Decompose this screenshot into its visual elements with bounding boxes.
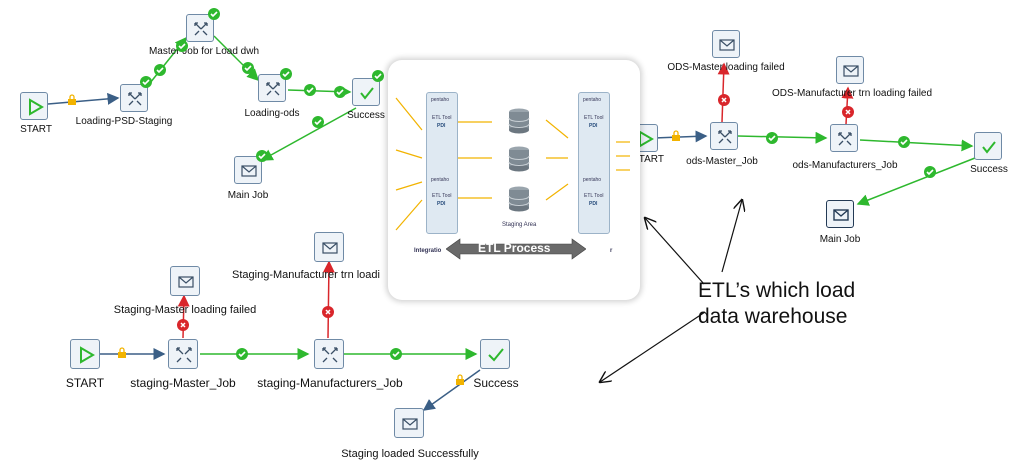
- node-label-loading-psd-staging: Loading-PSD-Staging: [75, 116, 173, 127]
- pdi-text: PDI: [437, 201, 446, 207]
- check-badge-icon: [242, 62, 254, 74]
- etl-tool-text: ETL Tool: [432, 115, 452, 121]
- success-node[interactable]: [480, 339, 510, 369]
- node-label-main-job: Main Job: [819, 234, 861, 245]
- node-label-staging-master-job: staging-Master_Job: [130, 376, 236, 390]
- mail-node-staging-master-failed[interactable]: [170, 266, 200, 296]
- callout-text: ETL’s which load data warehouse: [698, 278, 855, 330]
- mail-node-staging-manufacturer-failed[interactable]: [314, 232, 344, 262]
- node-label-success: Success: [347, 110, 385, 121]
- pdi-text: PDI: [437, 123, 446, 129]
- etl-tool-column-left: pentaho ETL Tool PDI pentaho ETL Tool PD…: [426, 92, 458, 234]
- check-badge-icon: [280, 68, 292, 80]
- etl-tool-column-right: pentaho ETL Tool PDI pentaho ETL Tool PD…: [578, 92, 610, 234]
- mail-node-staging-loaded[interactable]: [394, 408, 424, 438]
- etl-tool-text: ETL Tool: [584, 115, 604, 121]
- lock-icon: [454, 374, 466, 386]
- mail-node-ods-master-failed[interactable]: [712, 30, 740, 58]
- node-label-success: Success: [473, 376, 519, 390]
- job-node-staging-manufacturers-job[interactable]: [314, 339, 344, 369]
- check-badge-icon: [390, 348, 402, 360]
- callout-line-2: data warehouse: [698, 305, 848, 328]
- etl-process-label: ETL Process: [478, 241, 551, 255]
- node-label-master-job: Master Job for Load dwh: [148, 46, 260, 57]
- lock-icon: [66, 94, 78, 106]
- check-badge-icon: [372, 70, 384, 82]
- pentaho-logo-text: pentaho: [431, 97, 450, 103]
- check-badge-icon: [154, 64, 166, 76]
- node-label-main-job: Main Job: [227, 190, 269, 201]
- database-icon: [508, 146, 530, 172]
- lock-icon: [116, 347, 128, 359]
- start-node[interactable]: [20, 92, 48, 120]
- node-label-ods-manufacturers-job: ods-Manufacturers_Job: [792, 160, 898, 171]
- pentaho-logo-text: pentaho: [583, 97, 602, 103]
- node-label-success: Success: [970, 164, 1008, 175]
- check-badge-icon: [208, 8, 220, 20]
- etl-process-double-arrow: [446, 238, 586, 260]
- node-label-staging-loaded: Staging loaded Successfully: [341, 448, 479, 460]
- check-badge-icon: [898, 136, 910, 148]
- node-label-loading-ods: Loading-ods: [244, 108, 300, 119]
- check-badge-icon: [924, 166, 936, 178]
- database-icon: [508, 108, 530, 134]
- node-label-start: START: [20, 124, 52, 135]
- success-node[interactable]: [974, 132, 1002, 160]
- check-badge-icon: [304, 84, 316, 96]
- pdi-text: PDI: [589, 201, 598, 207]
- check-badge-icon: [256, 150, 268, 162]
- lock-icon: [670, 130, 682, 142]
- node-label-ods-manufacturer-failed: ODS-Manufacturer trn loading failed: [771, 88, 933, 99]
- callout-line-1: ETL’s which load: [698, 279, 856, 302]
- check-badge-icon: [176, 40, 188, 52]
- etl-tool-text: ETL Tool: [584, 193, 604, 199]
- check-badge-icon: [312, 116, 324, 128]
- check-badge-icon: [236, 348, 248, 360]
- etl-flow-arrows: [395, 97, 630, 231]
- check-badge-icon: [766, 132, 778, 144]
- node-label-staging-master-failed: Staging-Master loading failed: [113, 304, 257, 316]
- node-label-staging-manufacturer-failed: Staging-Manufacturer trn loadi: [232, 269, 380, 281]
- pdi-text: PDI: [589, 123, 598, 129]
- database-icon: [508, 186, 530, 212]
- pentaho-logo-text: pentaho: [583, 177, 602, 183]
- start-node[interactable]: [70, 339, 100, 369]
- etl-tool-text: ETL Tool: [432, 193, 452, 199]
- right-cut-label: r: [610, 248, 613, 254]
- node-label-ods-master-job: ods-Master_Job: [686, 156, 758, 167]
- job-node-ods-master-job[interactable]: [710, 122, 738, 150]
- job-node-loading-psd-staging[interactable]: [120, 84, 148, 112]
- integration-label: Integratio: [414, 248, 442, 254]
- staging-area-label: Staging Area: [502, 222, 537, 228]
- error-badge-icon: [718, 94, 730, 106]
- error-badge-icon: [322, 306, 334, 318]
- node-label-ods-master-failed: ODS-Master loading failed: [667, 62, 785, 73]
- check-badge-icon: [334, 86, 346, 98]
- mail-node-main-job[interactable]: [826, 200, 854, 228]
- job-node-master-job[interactable]: [186, 14, 214, 42]
- job-node-staging-master-job[interactable]: [168, 339, 198, 369]
- job-node-ods-manufacturers-job[interactable]: [830, 124, 858, 152]
- node-label-start: START: [632, 154, 664, 165]
- check-badge-icon: [140, 76, 152, 88]
- error-badge-icon: [842, 106, 854, 118]
- mail-node-ods-manufacturer-failed[interactable]: [836, 56, 864, 84]
- node-label-start: START: [65, 376, 105, 390]
- node-label-staging-manufacturers-job: staging-Manufacturers_Job: [257, 376, 403, 390]
- success-node[interactable]: [352, 78, 380, 106]
- error-badge-icon: [177, 319, 189, 331]
- pentaho-logo-text: pentaho: [431, 177, 450, 183]
- etl-process-illustration: pentaho ETL Tool PDI pentaho ETL Tool PD…: [388, 60, 640, 300]
